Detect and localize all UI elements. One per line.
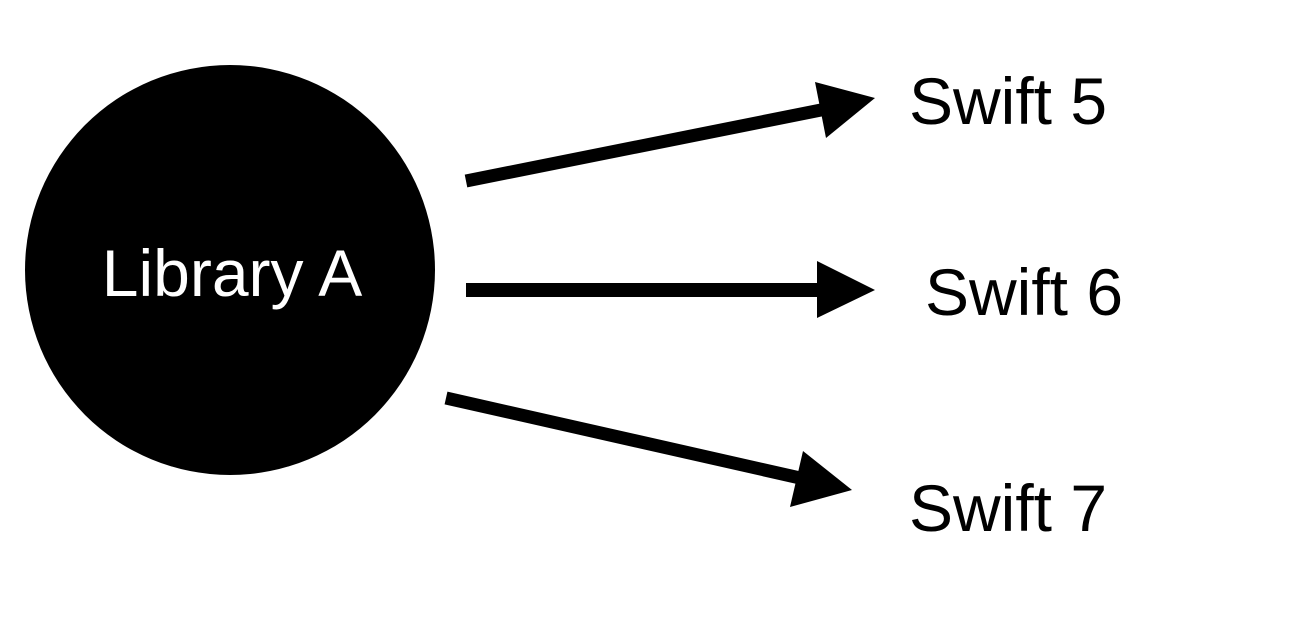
arrow-shaft [464, 102, 828, 188]
source-node-circle [25, 65, 435, 475]
arrow-to-swift-6 [466, 261, 875, 318]
arrowhead-icon [815, 82, 875, 138]
target-label-swift-7: Swift 7 [909, 471, 1107, 545]
arrow-to-swift-5 [464, 82, 875, 188]
source-node-label: Library A [102, 236, 362, 310]
arrow-shaft [444, 391, 802, 485]
target-label-swift-5: Swift 5 [909, 64, 1107, 138]
arrowhead-icon [790, 451, 852, 507]
source-node: Library A [25, 65, 435, 475]
arrowhead-icon [817, 261, 875, 318]
arrow-to-swift-7 [444, 391, 852, 507]
target-label-swift-6: Swift 6 [925, 255, 1123, 329]
